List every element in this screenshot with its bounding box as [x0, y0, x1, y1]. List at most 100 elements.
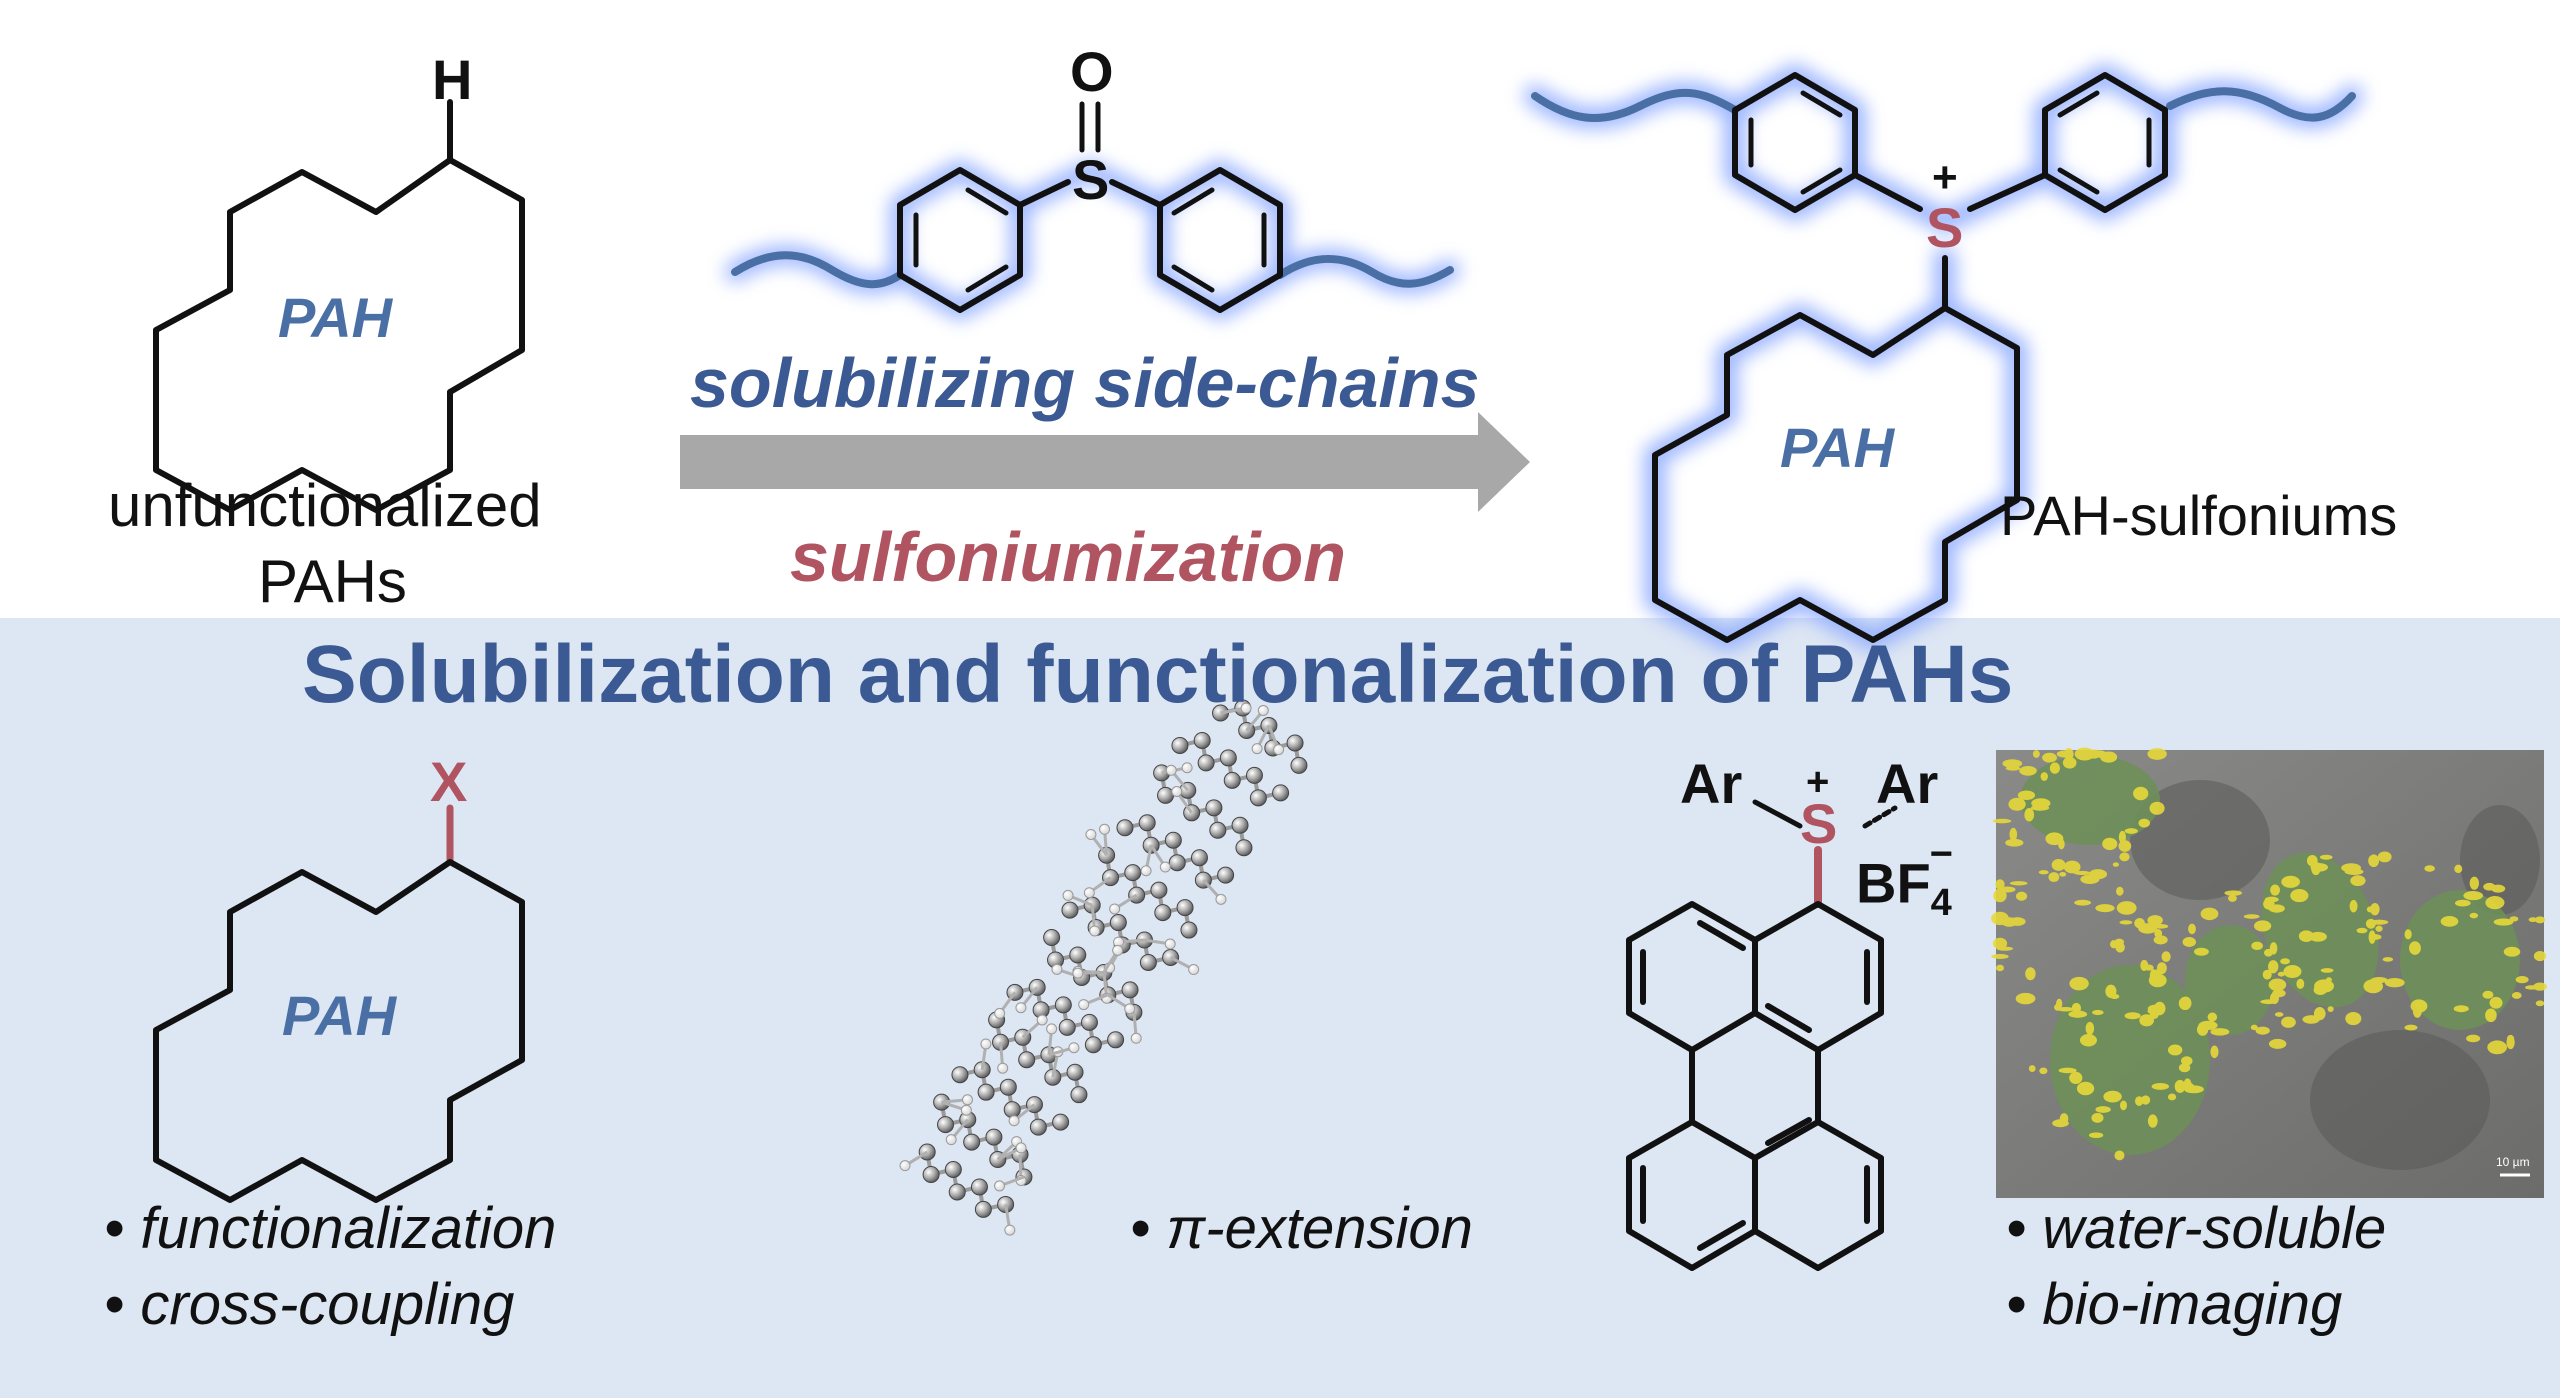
fluorescence-speckle [2180, 996, 2192, 1010]
hydrogen-atom [980, 1038, 992, 1050]
carbon-atom [1070, 1086, 1088, 1104]
fluorescence-speckle [2440, 916, 2459, 927]
fluorescence-speckle [2103, 1090, 2122, 1103]
carbon-atom [948, 1183, 966, 1201]
carbon-atom [1209, 821, 1227, 839]
fluorescence-speckle [1992, 937, 2008, 950]
fluorescence-speckle [2156, 962, 2167, 975]
side-chains-label: solubilizing side-chains [690, 344, 1480, 422]
fluorescence-speckle [2151, 1083, 2170, 1090]
sulfonium-sulfur-label: S [1926, 196, 1964, 259]
product-caption: PAH-sulfoniums [2000, 484, 2398, 547]
carbon-atom [1219, 749, 1237, 767]
fluorescence-speckle [2167, 1093, 2177, 1101]
fluorescence-speckle [2073, 870, 2091, 876]
fluorescence-speckle [2263, 898, 2275, 910]
fluorescence-speckle [2049, 762, 2060, 774]
carbon-atom [1150, 881, 1168, 899]
carbon-atom [1223, 771, 1241, 789]
carbon-atom [951, 1066, 969, 1084]
fluorescence-speckle [2251, 941, 2263, 951]
hydrogen-atom [1085, 828, 1097, 840]
fluorescence-speckle [2309, 931, 2327, 942]
fluorescence-speckle [2466, 1034, 2481, 1043]
fluorescence-speckle [2210, 1045, 2219, 1059]
fluorescence-speckle [2327, 1006, 2334, 1012]
fluorescence-speckle [2185, 1082, 2195, 1093]
carbon-atom [1061, 901, 1079, 919]
hydrogen-atom [1165, 764, 1177, 776]
fluorescence-speckle [2074, 899, 2092, 906]
hydrogen-atom [1036, 1014, 1048, 1026]
fluorescence-speckle [2493, 918, 2514, 926]
fluorescence-speckle [1996, 946, 2014, 951]
fluorescence-speckle [2298, 930, 2314, 942]
fluorescence-speckle [2147, 748, 2167, 760]
scale-bar-label: 10 µm [2496, 1155, 2530, 1169]
hydrogen-atom [1046, 1023, 1058, 1035]
fluorescence-speckle [2154, 929, 2163, 938]
hydrogen-atom [1072, 967, 1084, 979]
fluorescence-speckle [2085, 1021, 2095, 1035]
carbon-atom [1066, 1063, 1084, 1081]
hydrogen-atom [1083, 887, 1095, 899]
carbon-atom [1272, 784, 1290, 802]
counterion-text: BF [1856, 851, 1931, 915]
fluorescence-speckle [2167, 1044, 2183, 1056]
fluorescence-speckle [2534, 916, 2546, 924]
fluorescence-speckle [2535, 1000, 2545, 1007]
fluorescence-speckle [2365, 918, 2376, 929]
functionalized-pah-label: PAH [282, 984, 397, 1047]
fluorescence-speckle [2511, 991, 2522, 999]
fluorescence-speckle [2054, 1003, 2062, 1011]
fluorescence-speckle [2008, 917, 2026, 926]
fluorescence-speckle [2269, 942, 2278, 955]
hydrogen-atom [1188, 964, 1200, 976]
carbon-atom [1139, 953, 1157, 971]
left-pah-label: PAH [278, 286, 393, 349]
fluorescence-speckle [2002, 759, 2023, 768]
fluorescence-speckle [2194, 947, 2209, 956]
hydrogen-atom [997, 1062, 1009, 1074]
hydrogen-atom [1171, 786, 1183, 798]
left-caption-line2: PAHs [258, 548, 407, 615]
counterion-subscript: 4 [1930, 881, 1952, 924]
fluorescence-speckle [2091, 750, 2107, 758]
fluorescence-speckle [2059, 871, 2067, 877]
functionalized-pah-ring [153, 804, 525, 1203]
fluorescence-speckle [2485, 896, 2505, 910]
hydrogen-atom [1215, 893, 1227, 905]
fluorescence-speckle [2063, 860, 2081, 874]
fluorescence-speckle [2404, 929, 2412, 940]
aryl-left-label: Ar [1680, 752, 1743, 815]
carbon-atom [1290, 756, 1308, 774]
fluorescence-speckle [2161, 951, 2171, 963]
fluorescence-speckle [2114, 1150, 2125, 1161]
hydrogen-atom [1099, 823, 1111, 835]
fluorescence-speckle [2019, 766, 2037, 776]
fluorescence-speckle [2031, 798, 2051, 809]
carbon-atom [1154, 904, 1172, 922]
fluorescence-speckle [2254, 920, 2272, 932]
carbon-atom [1231, 816, 1249, 834]
fluorescence-speckle [2009, 881, 2028, 886]
carbon-atom [977, 1083, 995, 1101]
fluorescence-speckle [2262, 969, 2272, 980]
fluorescence-speckle [2118, 830, 2126, 844]
fluorescence-speckle [2533, 950, 2547, 962]
fluorescence-speckle [2015, 891, 2028, 901]
fluorescence-speckle [2382, 957, 2394, 962]
hydrogen-atom [945, 1134, 957, 1146]
fluorescence-speckle [2454, 899, 2471, 907]
carbon-atom [1249, 789, 1267, 807]
fluorescence-speckle [2290, 889, 2309, 903]
fluorescence-speckle [2341, 863, 2362, 873]
fluorescence-speckle [2062, 756, 2077, 769]
fluorescence-speckle [2088, 1132, 2104, 1139]
carbon-atom [1003, 1101, 1021, 1119]
fluorescence-speckle [2069, 1071, 2083, 1085]
hydrogen-atom [1004, 1224, 1016, 1236]
fluorescence-speckle [2079, 1034, 2097, 1047]
sulfonium-charge: + [1932, 153, 1958, 202]
sulfonium-plus-charge: + [1806, 760, 1830, 804]
